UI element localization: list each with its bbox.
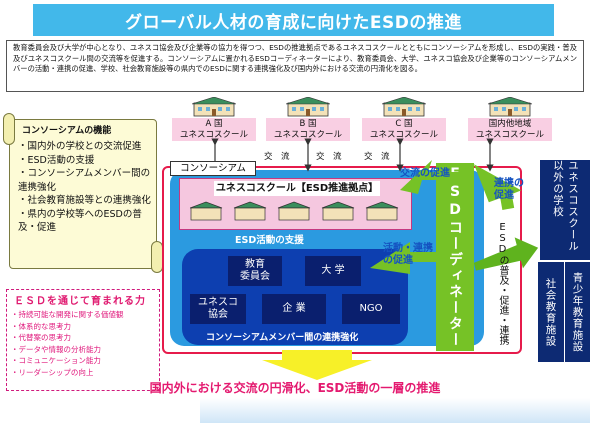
exchange-label: 交 流 — [264, 152, 290, 162]
member-unesco-association: ユネスコ 協会 — [190, 294, 246, 324]
functions-item: ・県内の学校等へのESDの普及・促進 — [18, 208, 142, 234]
skills-box — [6, 289, 160, 391]
skills-item: ・リーダーシップの向上 — [11, 367, 94, 377]
bottom-message: 国内外における交流の円滑化、ESD活動の一層の推進 — [149, 381, 441, 395]
functions-item: ・コンソーシアムメンバー間の連携強化 — [18, 168, 151, 193]
skills-item: ・コミュニケーション能力 — [11, 356, 101, 365]
functions-title: コンソーシアムの機能 — [22, 126, 112, 136]
esd-support-label: ESD活動の支援 — [235, 235, 304, 246]
arrow-label-esd-spread: ESDの普及・促進・連携 — [497, 222, 508, 345]
skills-item: ・体系的な思考力 — [11, 321, 71, 331]
school-card-domestic: 国内他地域ユネスコスクール — [468, 97, 552, 149]
school-building-icon — [286, 97, 330, 117]
esd-coordinator: ESDコーディネーター — [436, 163, 474, 351]
skills-list: ・持続可能な開発に関する価値観 ・体系的な思考力 ・代替案の思考力 ・データや情… — [11, 309, 124, 378]
member-board-of-education: 教育 委員会 — [228, 256, 282, 286]
skills-title: ＥＳＤを通じて育まれる力 — [14, 296, 146, 307]
functions-scroll — [3, 113, 163, 273]
functions-item: ・社会教育施設等との連携強化 — [18, 195, 151, 206]
down-arrow-icon — [262, 350, 372, 380]
youth-education-facility: 青少年教育施設 — [565, 262, 590, 362]
arrow-label-activity: 活動・連携 の促進 — [383, 243, 433, 266]
non-unesco-schools: ユネスコスクール以外の学校 — [540, 160, 590, 260]
skills-item: ・データや情報の分析能力 — [11, 344, 101, 354]
school-building-icon — [382, 97, 426, 117]
school-row-icons — [190, 201, 399, 221]
page-title: グローバル人材の育成に向けたESDの推進 — [33, 4, 554, 36]
member-ngo: NGO — [342, 294, 400, 324]
members-caption: コンソーシアムメンバー間の連携強化 — [206, 333, 359, 343]
school-building-icon — [488, 97, 532, 117]
social-education-facility: 社会教育施設 — [538, 262, 564, 362]
school-card-b: B 国ユネスコスクール — [266, 97, 350, 149]
school-card-a: A 国ユネスコスクール — [172, 97, 256, 149]
functions-list: ・国内外の学校との交流促進 ・ESD活動の支援 ・コンソーシアムメンバー間の連携… — [18, 140, 154, 235]
bottom-band — [200, 398, 590, 423]
intro-text: 教育委員会及び大学が中心となり、ユネスコ協会及び企業等の協力を得つつ、ESDの推… — [6, 40, 584, 92]
coordinator-arrows — [370, 160, 539, 274]
skills-item: ・持続可能な開発に関する価値観 — [11, 310, 124, 319]
exchange-label: 交 流 — [364, 152, 390, 162]
unesco-school-title: ユネスコスクール【ESD推進拠点】 — [214, 181, 380, 196]
skills-item: ・代替案の思考力 — [11, 333, 71, 342]
arrow-label-cooperation: 連携の 促進 — [494, 178, 524, 201]
member-company: 企 業 — [262, 294, 326, 324]
member-university: 大 学 — [305, 256, 361, 286]
school-card-c: C 国ユネスコスクール — [362, 97, 446, 149]
functions-item: ・国内外の学校との交流促進 — [18, 141, 142, 152]
arrow-label-exchange: 交流の促進 — [400, 168, 450, 179]
functions-item: ・ESD活動の支援 — [18, 154, 95, 166]
exchange-label: 交 流 — [316, 152, 342, 162]
school-building-icon — [192, 97, 236, 117]
exchange-arrows — [211, 138, 494, 172]
consortium-label: コンソーシアム — [170, 161, 256, 176]
